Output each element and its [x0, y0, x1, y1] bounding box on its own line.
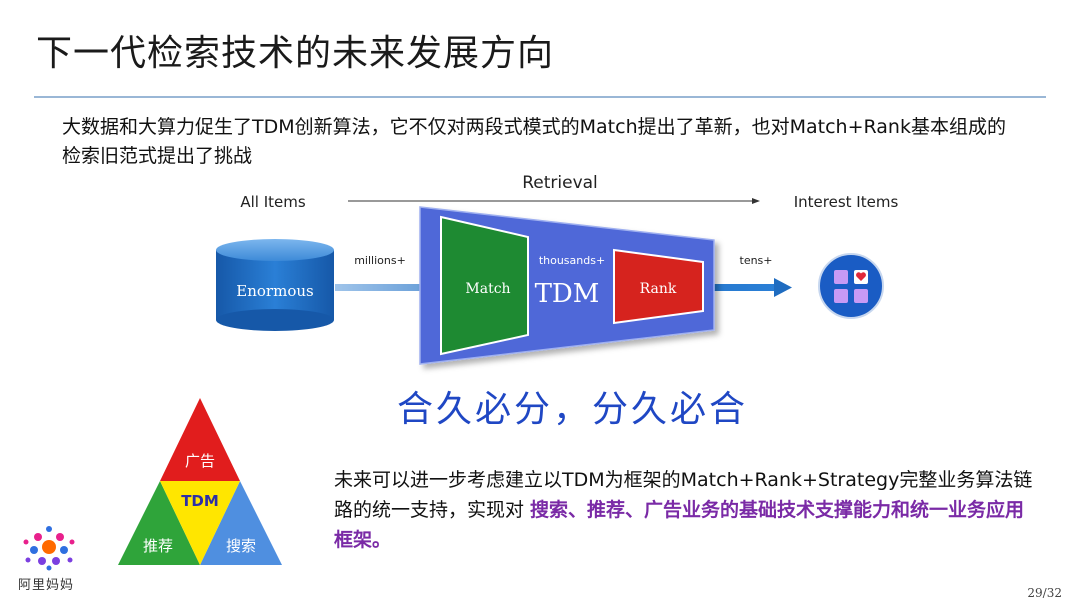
- future-emphasis: 搜索、推荐、广告业务的基础技术支撑能力和统一业务应用框架。: [334, 499, 1025, 551]
- tens-label: tens+: [740, 254, 773, 267]
- flow-arrow-head: [774, 278, 792, 297]
- pyramid-left-recommend: [118, 481, 200, 565]
- pyramid-center-label: TDM: [181, 492, 219, 510]
- all-items-label: All Items: [240, 193, 306, 211]
- future-paragraph: 未来可以进一步考虑建立以TDM为框架的Match+Rank+Strategy完整…: [334, 465, 1034, 555]
- retrieval-label: Retrieval: [522, 173, 598, 193]
- retrieval-arrow-head: [752, 198, 760, 204]
- match-label: Match: [465, 281, 510, 297]
- intro-paragraph: 大数据和大算力促生了TDM创新算法，它不仅对两段式模式的Match提出了革新，也…: [62, 116, 1006, 167]
- pyramid-top-label: 广告: [185, 452, 215, 470]
- thousands-label: thousands+: [539, 254, 605, 267]
- interest-items-icon: [818, 253, 884, 319]
- pyramid-left-label: 推荐: [143, 537, 173, 555]
- pyramid-right-label: 搜索: [226, 537, 256, 555]
- rank-block: [613, 248, 704, 325]
- alimama-logo-icon: [23, 526, 75, 571]
- enormous-label: Enormous: [236, 282, 313, 300]
- slogan: 合久必分，分久必合: [396, 389, 748, 430]
- slide-title: 下一代检索技术的未来发展方向: [36, 33, 555, 74]
- page-number: 29/32: [1027, 586, 1062, 600]
- logo-text: 阿里妈妈: [18, 578, 75, 593]
- title-divider: [34, 96, 1046, 98]
- rank-label: Rank: [640, 281, 677, 297]
- business-pyramid: 广告 TDM 推荐 搜索: [118, 398, 282, 565]
- match-block: [440, 215, 529, 356]
- millions-label: millions+: [354, 254, 406, 267]
- pyramid-right-search: [200, 481, 282, 565]
- enormous-cylinder: Enormous: [216, 239, 334, 331]
- future-text: 未来可以进一步考虑建立以TDM为框架的Match+Rank+Strategy完整…: [334, 469, 1033, 521]
- pyramid-top-ad: [160, 398, 240, 481]
- tdm-label: TDM: [535, 279, 600, 309]
- interest-items-label: Interest Items: [794, 193, 899, 211]
- pyramid-center-tdm: [160, 481, 240, 565]
